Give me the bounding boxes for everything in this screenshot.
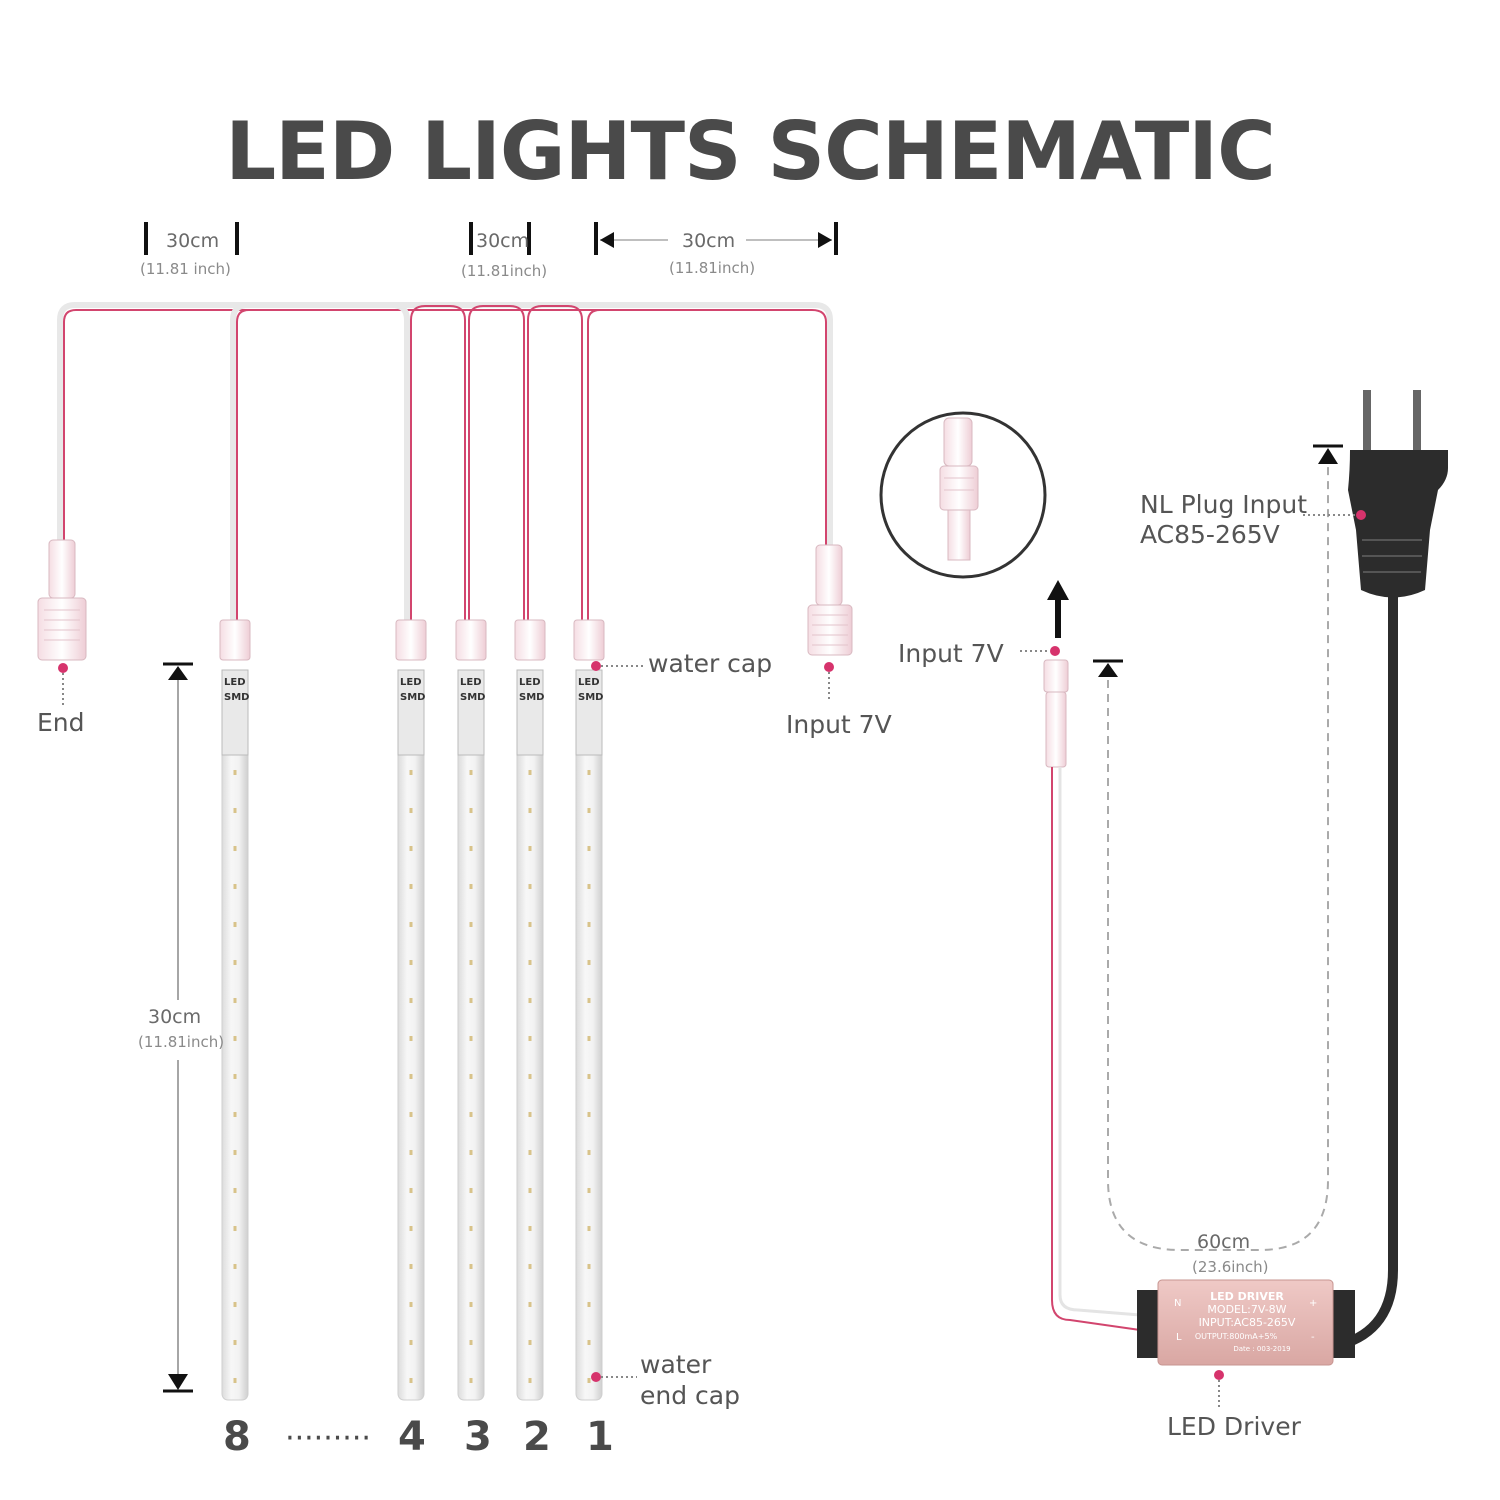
power-plug [1303,390,1448,1350]
tube-tag-1-line2: SMD [578,692,603,703]
plug-label-line2: AC85-265V [1140,520,1280,549]
tubes: LED SMD LED SMD LED SMD LED SMD LED SMD [219,619,645,1401]
tube-length-cm: 30cm [148,1006,202,1028]
water-end-cap-label-line2: end cap [640,1381,740,1410]
driver-pin-l: L [1176,1332,1182,1343]
tube-2 [514,619,546,1401]
tube-ellipsis: ········· [285,1421,371,1456]
driver-pin-minus: - [1311,1332,1315,1343]
led-driver-label: LED Driver [1167,1412,1301,1441]
spacing-3-cm: 30cm [682,230,736,252]
plug-label-line1: NL Plug Input [1140,490,1307,519]
tube-length-inch: (11.81inch) [138,1033,225,1051]
spacing-markers [144,222,838,255]
driver-cable-cm: 60cm [1197,1231,1251,1253]
spacing-2-cm: 30cm [476,230,530,252]
top-wiring [57,302,833,633]
tube-4 [395,619,427,1401]
driver-line4: OUTPUT:800mA+5% [1195,1332,1278,1341]
driver-cable-dimension [1107,465,1329,1251]
tube-tag-8-line2: SMD [224,692,249,703]
plug-marker [1313,444,1343,464]
tube-tag-4-line2: SMD [400,692,425,703]
driver-line3: INPUT:AC85-265V [1199,1316,1296,1329]
tube-3 [455,619,487,1401]
end-connector [37,539,87,705]
tube-number-4: 4 [398,1414,426,1460]
spacing-1-cm: 30cm [166,230,220,252]
tube-number-8: 8 [223,1414,251,1460]
driver-line2: MODEL:7V-8W [1207,1303,1286,1316]
connector-zoom-circle [879,411,1047,579]
driver-input-7v-label: Input 7V [898,639,1004,668]
led-driver-box: LED DRIVER MODEL:7V-8W INPUT:AC85-265V O… [1137,1279,1355,1408]
driver-line1: LED DRIVER [1210,1290,1284,1303]
tube-number-1: 1 [586,1414,614,1460]
input-connector [807,544,853,700]
tube-1 [573,619,605,1401]
driver-cable-inch: (23.6inch) [1192,1258,1269,1276]
spacing-arrows [600,232,832,248]
water-end-cap-label-line1: water [640,1350,712,1379]
driver-input-connector [1020,580,1141,1331]
spacing-2-inch: (11.81inch) [461,262,548,280]
tube-tag-2-line1: LED [519,677,541,688]
driver-pin-n: N [1174,1298,1181,1309]
spacing-1-inch: (11.81 inch) [140,260,231,278]
page-title: LED LIGHTS SCHEMATIC [225,105,1276,198]
tube-tag-8-line1: LED [224,677,246,688]
tube-tag-4-line1: LED [400,677,422,688]
tube-length-dimension [163,662,193,1393]
driver-line5: Date : 003-2019 [1233,1345,1290,1353]
driver-pin-plus: + [1309,1298,1317,1309]
tube-number-3: 3 [464,1414,492,1460]
tube-tag-1-line1: LED [578,677,600,688]
spacing-3-inch: (11.81inch) [669,259,756,277]
input-7v-label: Input 7V [786,710,892,739]
end-label: End [37,708,85,737]
tube-8 [219,619,251,1401]
tube-tag-2-line2: SMD [519,692,544,703]
tube-number-2: 2 [523,1414,551,1460]
water-cap-label: water cap [648,649,773,678]
tube-tag-3-line2: SMD [460,692,485,703]
tube-tag-3-line1: LED [460,677,482,688]
